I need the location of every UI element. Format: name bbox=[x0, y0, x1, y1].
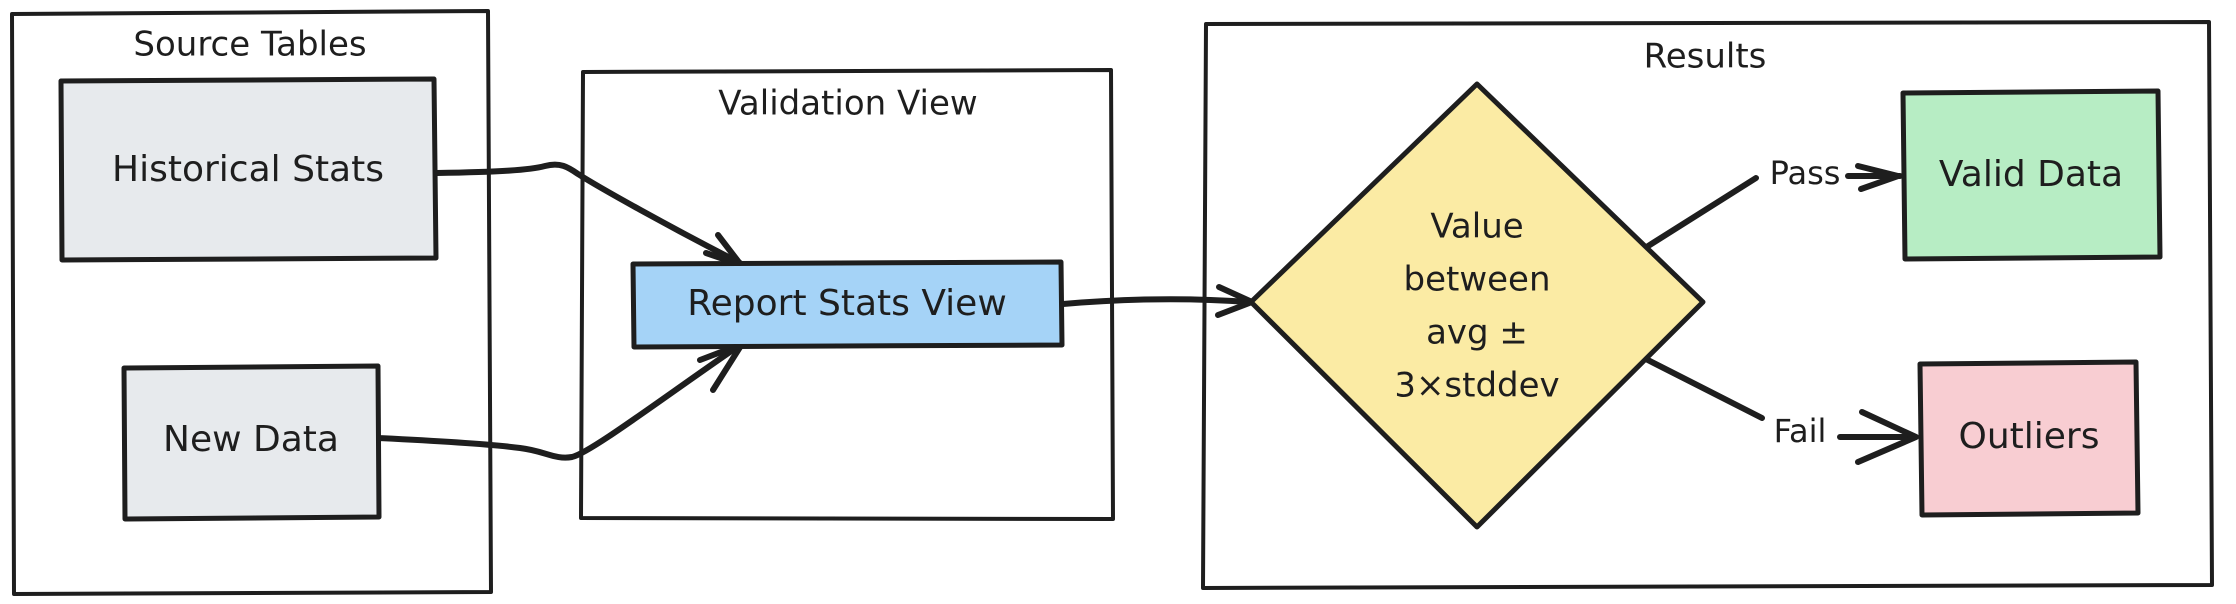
edge-newdata-to-report-line bbox=[375, 342, 743, 461]
edge-decision-to-valid: Pass bbox=[1642, 154, 1903, 251]
edge-decision-to-outliers-arrowhead bbox=[1855, 409, 1919, 465]
edge-report-to-decision-line bbox=[1060, 296, 1253, 307]
edge-decision-to-outliers-line bbox=[1639, 354, 1765, 421]
node-new-data[interactable]: New Data bbox=[121, 363, 382, 522]
outliers-label: Outliers bbox=[1959, 416, 2100, 457]
validation-view-title: Validation View bbox=[718, 84, 977, 124]
edge-label-fail: Fail bbox=[1774, 412, 1827, 450]
group-results: Results bbox=[1201, 20, 2214, 590]
decision-label-line-2: between bbox=[1403, 260, 1550, 300]
report-stats-view-label: Report Stats View bbox=[687, 283, 1007, 324]
valid-data-label: Valid Data bbox=[1939, 154, 2123, 195]
group-validation-view: Validation View bbox=[579, 68, 1115, 521]
source-tables-title: Source Tables bbox=[133, 25, 366, 65]
node-valid-data[interactable]: Valid Data bbox=[1900, 88, 2163, 262]
edge-newdata-to-report bbox=[375, 341, 745, 461]
source-tables-frame bbox=[10, 9, 493, 596]
edge-historical-to-report-line bbox=[434, 161, 743, 266]
results-title: Results bbox=[1644, 37, 1767, 77]
results-frame bbox=[1201, 20, 2214, 590]
historical-stats-label: Historical Stats bbox=[112, 149, 384, 190]
edge-historical-to-report bbox=[434, 161, 744, 268]
decision-diamond[interactable] bbox=[1248, 81, 1706, 530]
edge-label-pass: Pass bbox=[1770, 154, 1841, 192]
validation-view-frame bbox=[579, 68, 1115, 521]
edge-report-to-decision bbox=[1060, 284, 1255, 318]
decision-label-line-4: 3×stddev bbox=[1394, 366, 1559, 406]
decision-label-line-1: Value bbox=[1430, 207, 1523, 247]
node-decision[interactable]: Value between avg ± 3×stddev bbox=[1248, 81, 1706, 530]
new-data-label: New Data bbox=[163, 419, 339, 460]
report-stats-view-box[interactable] bbox=[630, 259, 1065, 350]
node-outliers[interactable]: Outliers bbox=[1917, 359, 2141, 518]
historical-stats-box[interactable] bbox=[58, 76, 439, 263]
decision-label-line-3: avg ± bbox=[1426, 313, 1528, 353]
node-historical-stats[interactable]: Historical Stats bbox=[58, 76, 439, 263]
edge-decision-to-outliers: Fail bbox=[1639, 354, 1919, 465]
group-source-tables: Source Tables bbox=[10, 9, 493, 596]
outliers-box[interactable] bbox=[1917, 359, 2141, 518]
new-data-box[interactable] bbox=[121, 363, 382, 522]
node-report-stats-view[interactable]: Report Stats View bbox=[630, 259, 1065, 350]
edge-decision-to-valid-line bbox=[1642, 175, 1759, 251]
valid-data-box[interactable] bbox=[1900, 88, 2163, 262]
